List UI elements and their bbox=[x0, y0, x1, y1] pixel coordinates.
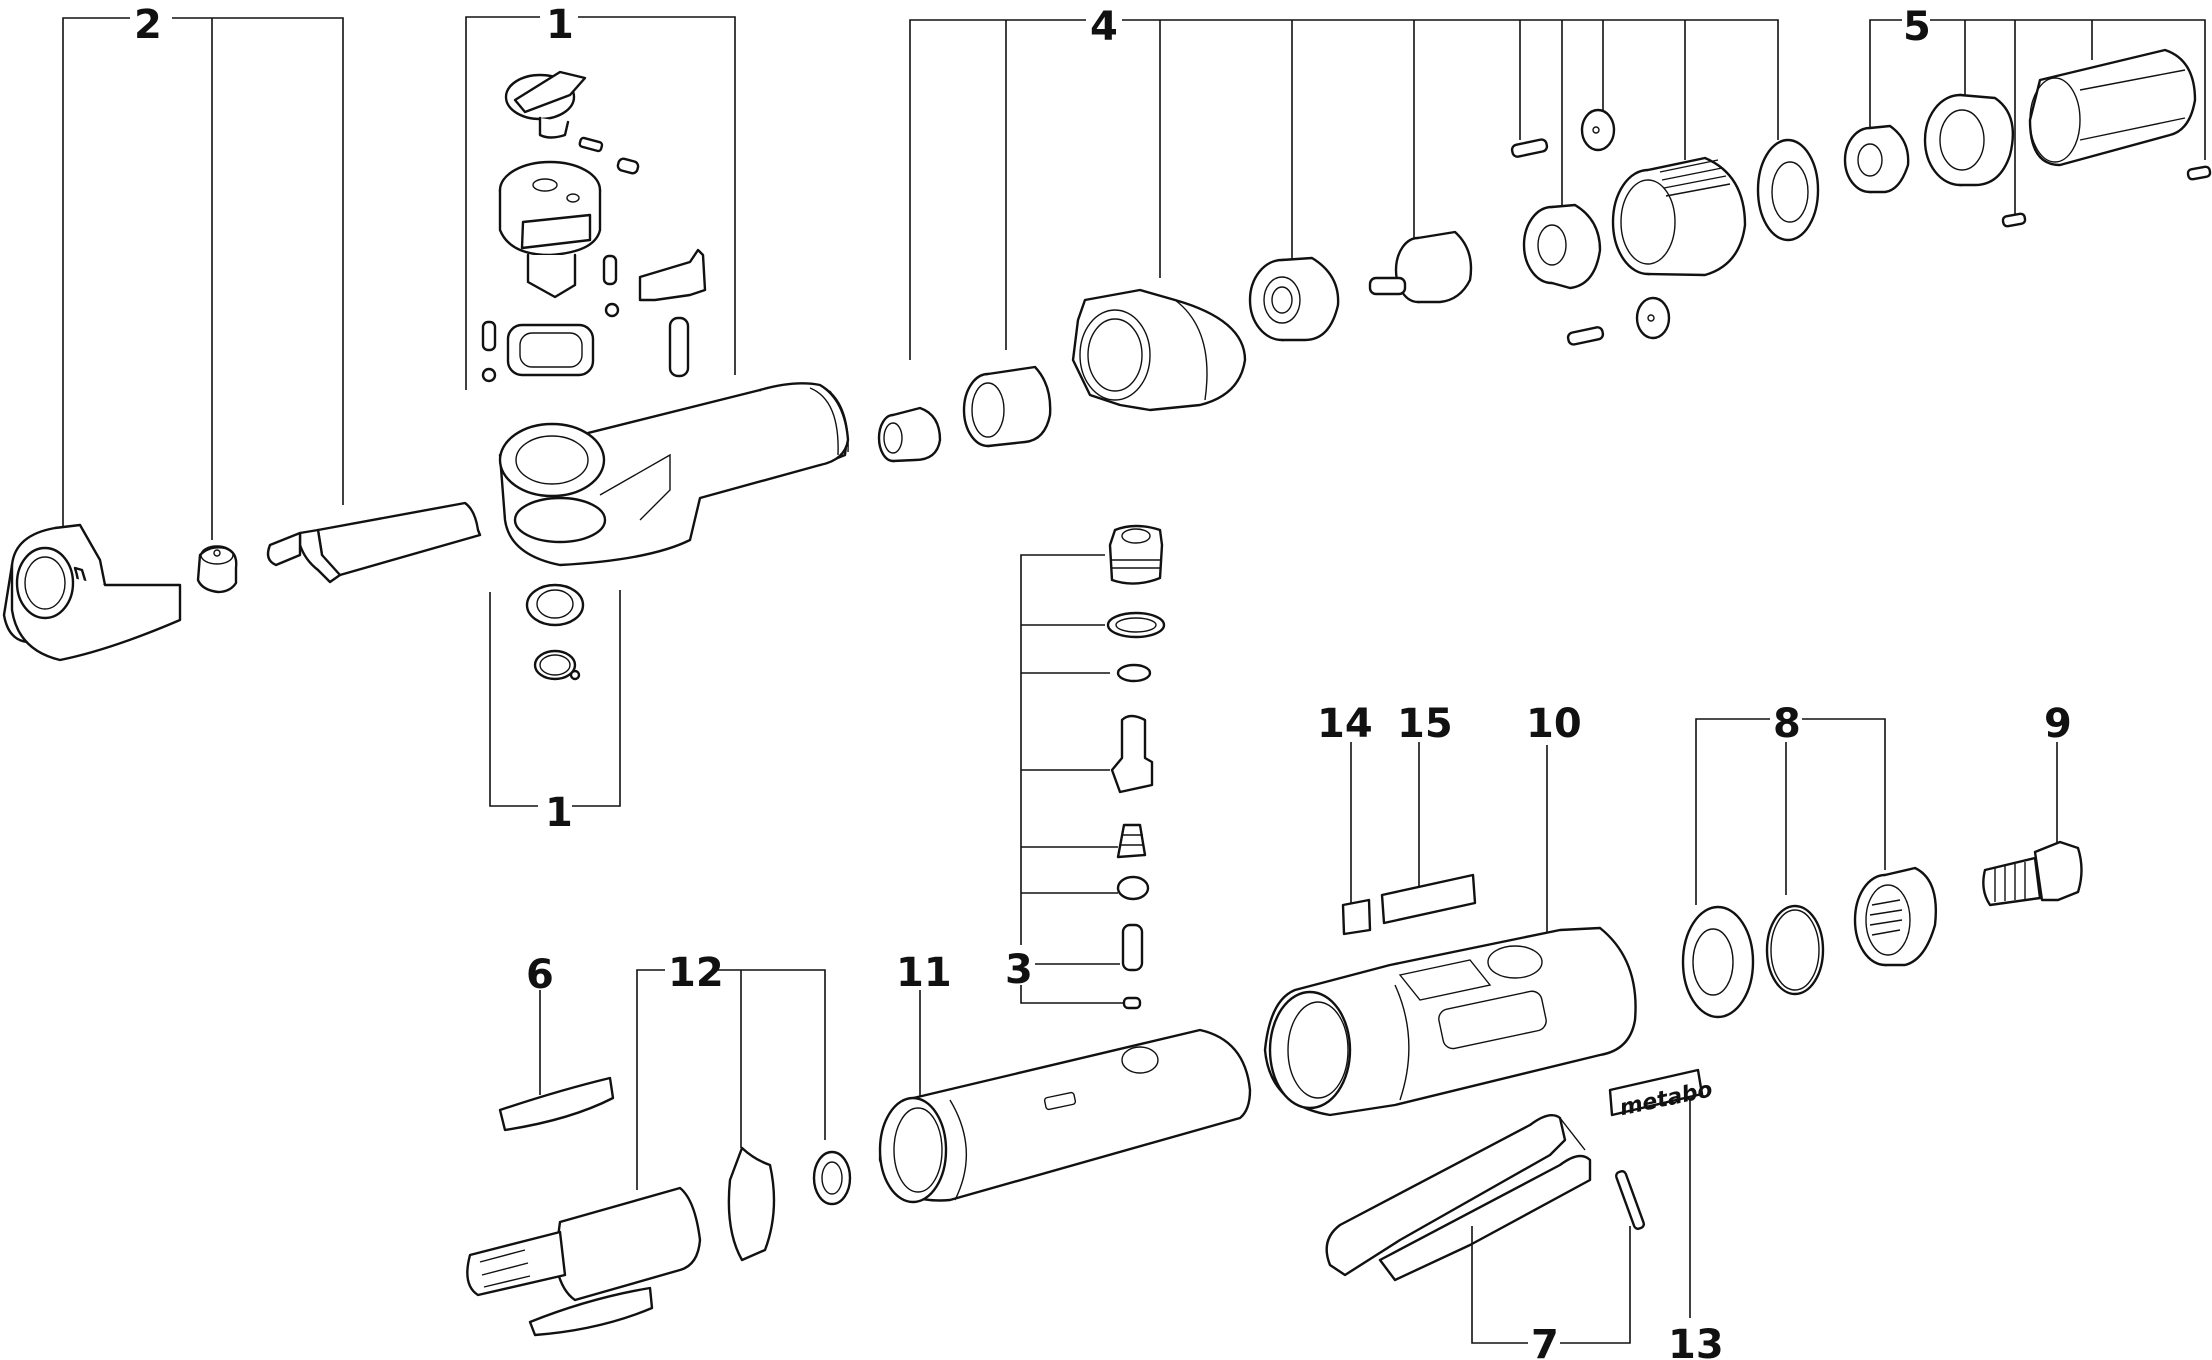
washer-and-circlip[interactable] bbox=[525, 583, 585, 681]
callout-group-7: 7 bbox=[1471, 1226, 1631, 1360]
callout-group-14-15-10: 14 15 10 bbox=[1317, 701, 1582, 935]
callout-group-9: 9 bbox=[2044, 701, 2072, 855]
callout-label-1-top[interactable]: 1 bbox=[546, 2, 574, 48]
callout-label-5[interactable]: 5 bbox=[1903, 4, 1931, 50]
motor-housing[interactable] bbox=[878, 1028, 1252, 1204]
rotor-vanes[interactable] bbox=[498, 1076, 654, 1337]
callout-group-2: 2 bbox=[62, 2, 344, 570]
callout-label-9[interactable]: 9 bbox=[2044, 701, 2072, 747]
callout-group-3: 3 bbox=[1005, 554, 1123, 1004]
callout-label-3[interactable]: 3 bbox=[1005, 947, 1033, 993]
valve-assembly-parts[interactable] bbox=[1106, 524, 1166, 1010]
callout-label-1-bottom[interactable]: 1 bbox=[545, 790, 573, 836]
callout-label-6[interactable]: 6 bbox=[526, 952, 554, 998]
callout-label-11[interactable]: 11 bbox=[896, 950, 952, 996]
callout-group-11: 11 bbox=[896, 950, 952, 1096]
callout-label-4[interactable]: 4 bbox=[1090, 4, 1118, 50]
hex-nut[interactable] bbox=[196, 545, 238, 594]
callout-label-10[interactable]: 10 bbox=[1526, 701, 1582, 747]
callout-label-2[interactable]: 2 bbox=[134, 2, 162, 48]
callout-group-1-bottom: 1 bbox=[489, 590, 621, 836]
callout-label-14[interactable]: 14 bbox=[1317, 701, 1373, 747]
callout-label-8[interactable]: 8 bbox=[1773, 701, 1801, 747]
drive-shaft[interactable] bbox=[266, 501, 482, 584]
air-inlet-set[interactable] bbox=[1681, 866, 1937, 1019]
callout-group-8: 8 bbox=[1695, 701, 1886, 905]
callout-group-13: 13 bbox=[1668, 1098, 1724, 1360]
bearing-set-parts[interactable] bbox=[1843, 48, 2212, 228]
brand-plate[interactable]: metabo bbox=[1608, 1068, 1715, 1121]
air-inlet-nipple[interactable] bbox=[1982, 840, 2083, 907]
callout-label-15[interactable]: 15 bbox=[1397, 701, 1453, 747]
gear-set-parts[interactable] bbox=[877, 108, 1820, 463]
callout-label-13[interactable]: 13 bbox=[1668, 1322, 1724, 1360]
ratchet-kit-parts[interactable] bbox=[481, 70, 707, 383]
callout-label-12[interactable]: 12 bbox=[668, 950, 724, 996]
callout-label-7[interactable]: 7 bbox=[1531, 1322, 1559, 1360]
callout-group-4: 4 bbox=[909, 4, 1779, 360]
labels-14-15[interactable] bbox=[1341, 873, 1477, 936]
callout-group-1-top: 1 bbox=[465, 2, 736, 390]
callout-group-5: 5 bbox=[1869, 4, 2206, 215]
ring-spanner-insert[interactable] bbox=[2, 523, 182, 662]
grip-housing[interactable] bbox=[1263, 926, 1637, 1117]
callout-group-12: 12 bbox=[636, 950, 826, 1190]
throttle-lever[interactable] bbox=[1325, 1114, 1646, 1282]
callout-group-6: 6 bbox=[526, 952, 554, 1095]
ratchet-head-housing[interactable] bbox=[498, 382, 850, 567]
rotor-assembly[interactable] bbox=[466, 1146, 852, 1302]
